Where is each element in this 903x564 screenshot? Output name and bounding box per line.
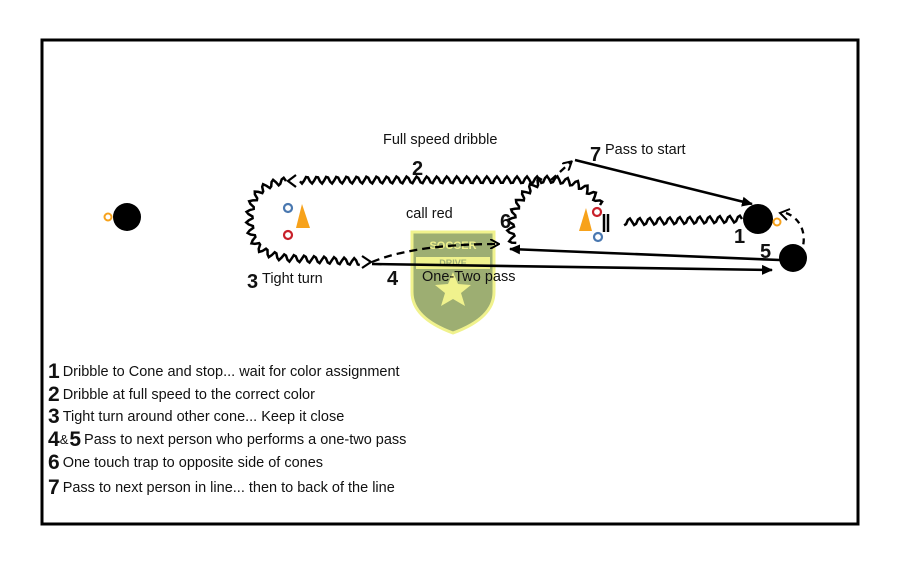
step-text: Pass to next person who performs a one-t… — [84, 432, 407, 448]
marker-number-5: 5 — [760, 241, 772, 263]
step-number: 7 — [48, 476, 60, 499]
pass-to-start-arrow — [574, 158, 753, 207]
cone-right — [579, 208, 592, 231]
blue-marker — [282, 202, 294, 214]
step-text: Dribble at full speed to the correct col… — [62, 387, 315, 403]
one-two-return-arrow — [509, 244, 781, 262]
marker-number-2: 2 — [412, 158, 424, 180]
marker-number-6: 6 — [500, 211, 512, 233]
step-number: 2 — [48, 383, 60, 406]
red-marker — [282, 229, 294, 241]
step-text: Dribble to Cone and stop... wait for col… — [62, 364, 400, 380]
marker-number-1: 1 — [734, 226, 746, 248]
player-passer — [779, 244, 807, 272]
trap-path — [505, 176, 543, 245]
return-dashed-run — [785, 211, 805, 247]
dashed-run — [550, 162, 571, 181]
dribble-path-1 — [623, 213, 744, 227]
step-ampersand: & — [59, 432, 69, 447]
blue-marker — [592, 231, 604, 243]
step-text: Pass to next person in line... then to b… — [62, 480, 395, 496]
return-dashed-arrow — [778, 208, 791, 221]
marker-number-4: 4 — [387, 268, 399, 290]
step-number: 1 — [48, 360, 60, 383]
player-left — [103, 203, 141, 231]
tight-turn-arrow — [361, 255, 373, 269]
step-number: 5 — [69, 428, 82, 451]
label-one-two-pass: One-Two pass — [422, 269, 516, 285]
dribble-path-2 — [299, 174, 604, 206]
marker-number-3: 3 — [247, 271, 259, 293]
field-border — [40, 38, 860, 526]
label-pass-to-start: Pass to start — [605, 142, 686, 158]
player-start — [743, 204, 782, 234]
step-number: 6 — [48, 451, 60, 474]
step-number: 3 — [48, 405, 60, 428]
tight-turn-path — [244, 176, 361, 267]
step-text: One touch trap to opposite side of cones — [62, 455, 324, 471]
red-marker — [591, 206, 603, 218]
label-call-red: call red — [406, 206, 453, 222]
marker-number-7: 7 — [590, 144, 602, 166]
cone-left — [296, 204, 310, 228]
label-full-speed-dribble: Full speed dribble — [383, 132, 498, 148]
pass-to-passer-arrow — [371, 262, 773, 275]
step-text: Tight turn around other cone... Keep it … — [62, 409, 345, 425]
label-tight-turn: Tight turn — [262, 271, 323, 287]
dribble-arrow — [286, 174, 297, 188]
logo-band-text: DRIVE — [439, 258, 467, 268]
step-number: 4 — [48, 428, 60, 451]
